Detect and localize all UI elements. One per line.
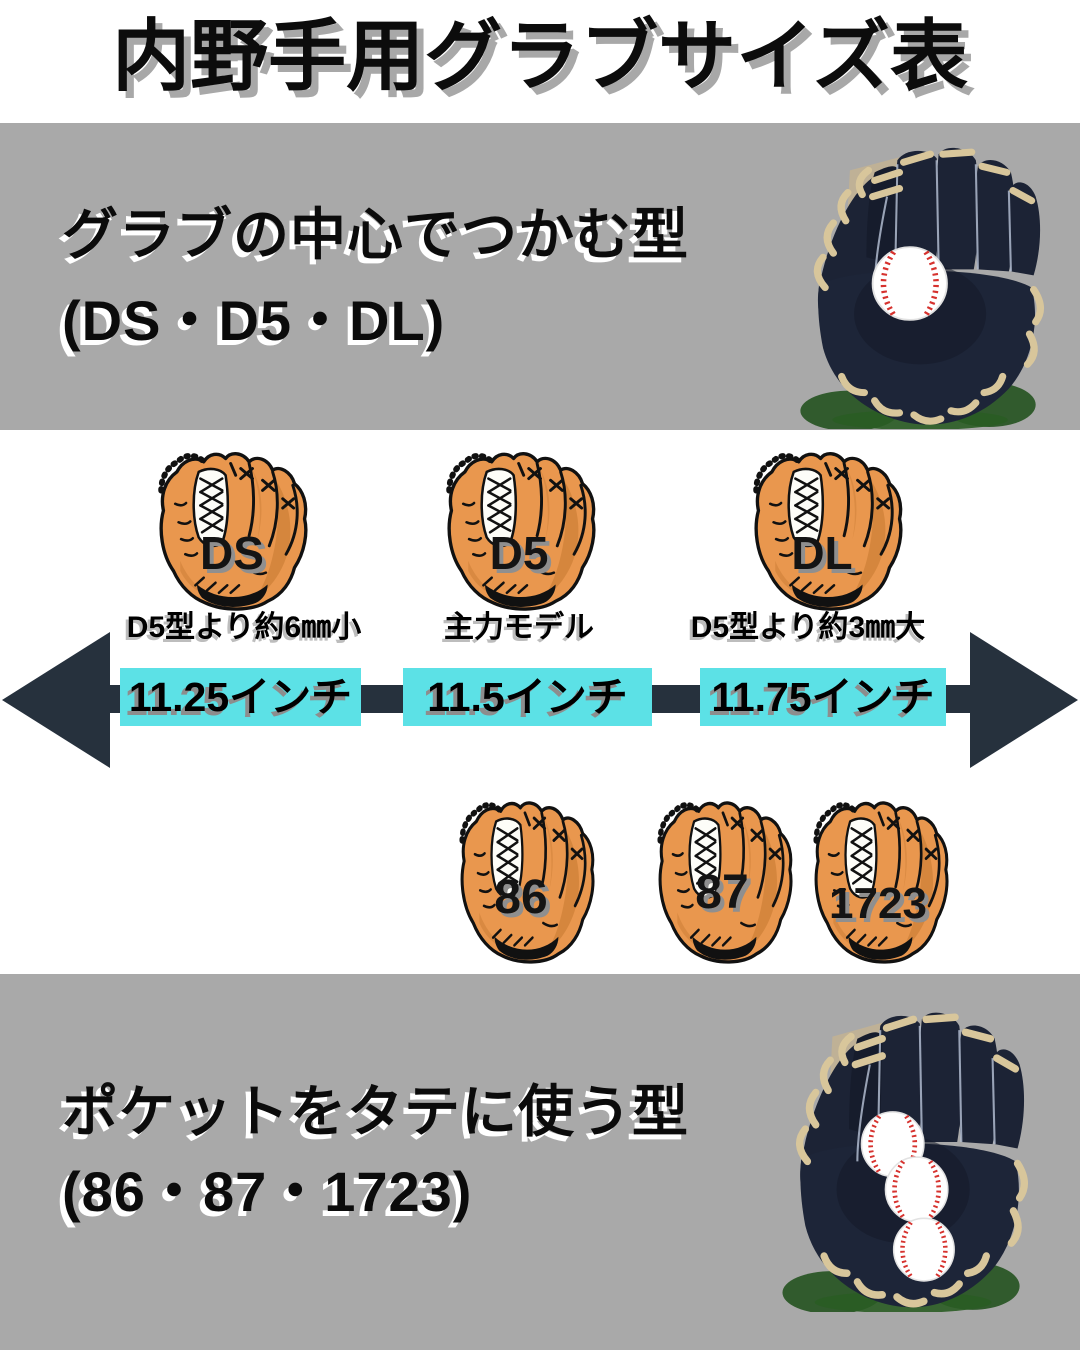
glove-label-1723: 1723 xyxy=(829,879,927,928)
navy-glove-three-balls-icon xyxy=(770,1000,1030,1312)
size-chip-11-5: 11.5インチ xyxy=(403,668,652,726)
section-vertical-pocket-heading-line1: ポケットをタテに使う型 xyxy=(62,1080,689,1143)
glove-note-dl: D5型より約3㎜大 xyxy=(690,611,926,644)
size-chip-11-25: 11.25インチ xyxy=(120,668,361,726)
glove-label-87: 87 xyxy=(695,866,749,919)
glove-note-d5: 主力モデル xyxy=(444,611,594,644)
size-chip-11-75: 11.75インチ xyxy=(700,668,946,726)
glove-label-dl: DL xyxy=(791,527,853,579)
section-center-grip-heading-line1: グラブの中心でつかむ型 xyxy=(62,203,689,266)
glove-label-d5: D5 xyxy=(489,527,549,579)
section-vertical-pocket-heading-line2: (86・87・1723) xyxy=(62,1160,473,1223)
glove-label-ds: DS xyxy=(200,527,264,579)
page-title: 内野手用グラブサイズ表 xyxy=(112,12,968,100)
section-center-grip-heading-line2: (DS・D5・DL) xyxy=(62,289,446,352)
glove-label-86: 86 xyxy=(494,871,548,924)
glove-note-ds: D5型より約6㎜小 xyxy=(126,611,362,644)
navy-glove-one-ball-icon xyxy=(788,136,1046,429)
